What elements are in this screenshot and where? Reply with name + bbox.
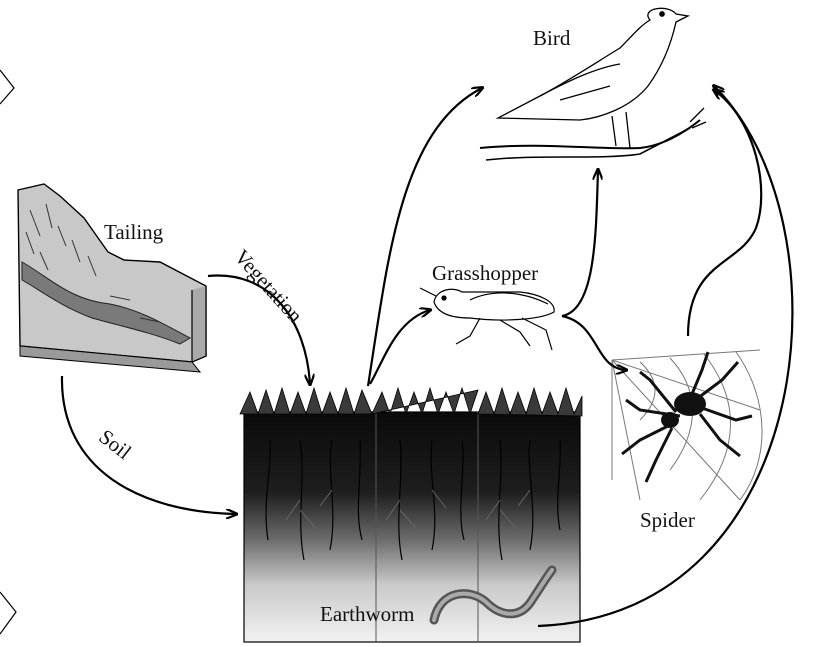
edge-fragment-bottom xyxy=(0,592,16,634)
arrow-tailing-to-soil xyxy=(62,376,236,514)
arrow-grasshopper-to-bird xyxy=(562,170,598,316)
label-spider: Spider xyxy=(640,510,695,531)
bird-illustration xyxy=(480,8,706,160)
arrow-vegetation-to-bird xyxy=(368,88,482,386)
spider-on-web-illustration xyxy=(612,350,762,500)
label-tailing: Tailing xyxy=(104,222,163,243)
label-bird: Bird xyxy=(533,28,570,49)
tailing-heap-illustration xyxy=(18,184,206,372)
grasshopper-illustration xyxy=(420,288,554,350)
label-earthworm: Earthworm xyxy=(320,604,414,625)
arrow-spider-to-bird xyxy=(688,90,761,336)
label-grasshopper: Grasshopper xyxy=(432,263,538,284)
edge-fragment-top xyxy=(0,70,14,104)
